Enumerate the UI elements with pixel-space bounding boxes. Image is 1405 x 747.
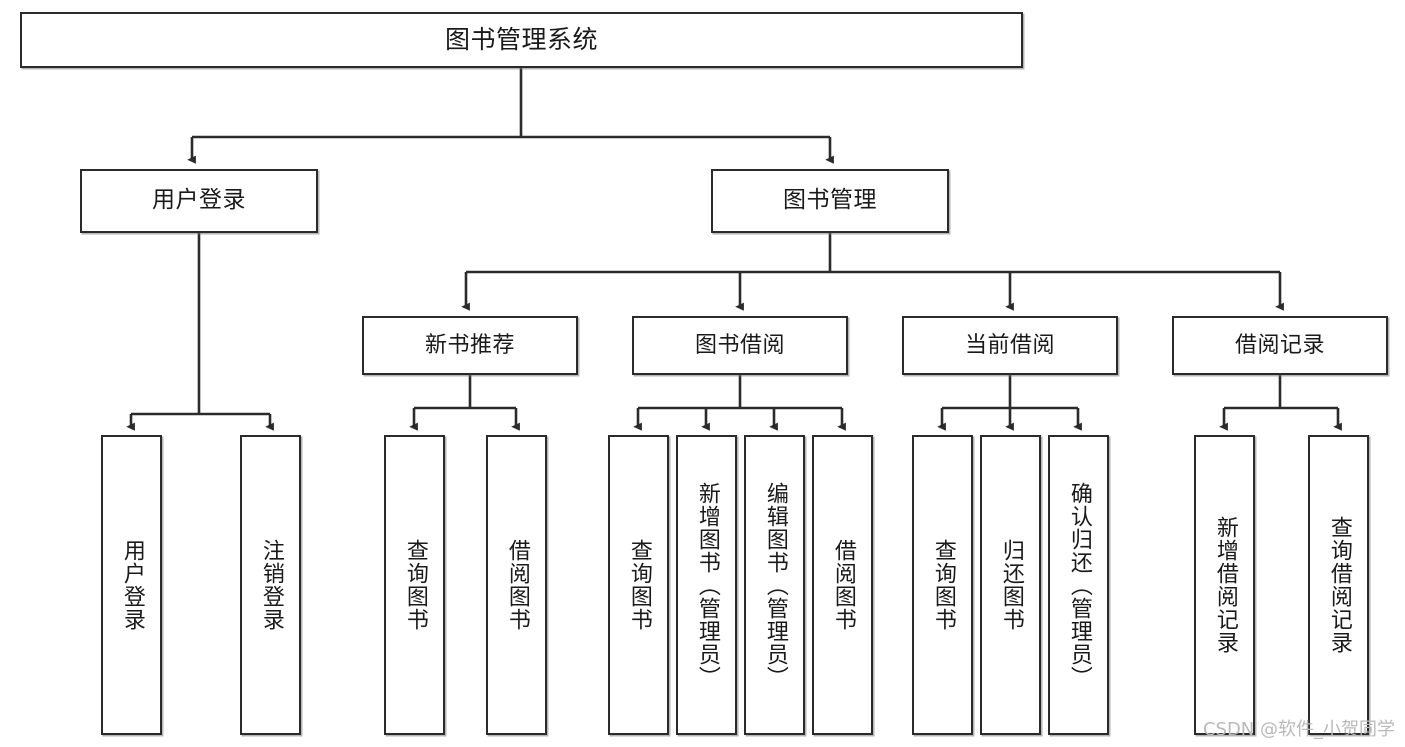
node-leaf-logout-label: 注销登录 bbox=[258, 539, 284, 631]
node-book-borrow[interactable]: 图书借阅 bbox=[632, 316, 848, 375]
node-leaf-borrow-book-2[interactable]: 借阅图书 bbox=[812, 435, 873, 735]
node-new-book-rec-label: 新书推荐 bbox=[424, 332, 515, 358]
node-leaf-query-record[interactable]: 查询借阅记录 bbox=[1308, 435, 1369, 735]
node-leaf-borrow-book-2-label: 借阅图书 bbox=[830, 539, 856, 631]
node-leaf-add-book[interactable]: 新增图书（管理员） bbox=[676, 435, 737, 735]
node-leaf-query-book-2-label: 查询图书 bbox=[626, 539, 652, 631]
node-new-book-rec[interactable]: 新书推荐 bbox=[362, 316, 578, 375]
node-book-manage[interactable]: 图书管理 bbox=[711, 169, 949, 233]
node-root-label: 图书管理系统 bbox=[444, 25, 598, 55]
node-leaf-query-book-2[interactable]: 查询图书 bbox=[608, 435, 669, 735]
node-user-login[interactable]: 用户登录 bbox=[80, 169, 318, 233]
csdn-watermark: CSDN @软件_小贺同学 bbox=[1202, 719, 1395, 740]
node-leaf-return-book[interactable]: 归还图书 bbox=[980, 435, 1041, 735]
node-book-borrow-label: 图书借阅 bbox=[694, 332, 785, 358]
node-user-login-label: 用户登录 bbox=[152, 187, 246, 214]
node-leaf-borrow-book-1[interactable]: 借阅图书 bbox=[486, 435, 547, 735]
node-book-manage-label: 图书管理 bbox=[783, 187, 877, 214]
node-leaf-user-login-label: 用户登录 bbox=[119, 539, 145, 631]
node-borrow-record[interactable]: 借阅记录 bbox=[1172, 316, 1388, 375]
node-root[interactable]: 图书管理系统 bbox=[20, 12, 1023, 68]
node-borrow-record-label: 借阅记录 bbox=[1234, 332, 1325, 358]
node-leaf-query-book-1-label: 查询图书 bbox=[402, 539, 428, 631]
node-leaf-query-book-3[interactable]: 查询图书 bbox=[912, 435, 973, 735]
node-leaf-query-record-label: 查询借阅记录 bbox=[1326, 516, 1352, 654]
node-current-borrow[interactable]: 当前借阅 bbox=[902, 316, 1118, 375]
node-leaf-edit-book-label: 编辑图书（管理员） bbox=[762, 481, 788, 689]
node-leaf-user-login[interactable]: 用户登录 bbox=[101, 435, 162, 735]
node-leaf-add-record-label: 新增借阅记录 bbox=[1212, 516, 1238, 654]
node-current-borrow-label: 当前借阅 bbox=[964, 332, 1055, 358]
node-leaf-add-book-label: 新增图书（管理员） bbox=[694, 481, 720, 689]
node-leaf-logout[interactable]: 注销登录 bbox=[240, 435, 301, 735]
node-leaf-add-record[interactable]: 新增借阅记录 bbox=[1194, 435, 1255, 735]
node-leaf-borrow-book-1-label: 借阅图书 bbox=[504, 539, 530, 631]
node-leaf-query-book-3-label: 查询图书 bbox=[930, 539, 956, 631]
node-leaf-confirm-return-label: 确认归还（管理员） bbox=[1066, 481, 1092, 689]
node-leaf-confirm-return[interactable]: 确认归还（管理员） bbox=[1048, 435, 1109, 735]
node-leaf-return-book-label: 归还图书 bbox=[998, 539, 1024, 631]
node-leaf-query-book-1[interactable]: 查询图书 bbox=[384, 435, 445, 735]
node-leaf-edit-book[interactable]: 编辑图书（管理员） bbox=[744, 435, 805, 735]
